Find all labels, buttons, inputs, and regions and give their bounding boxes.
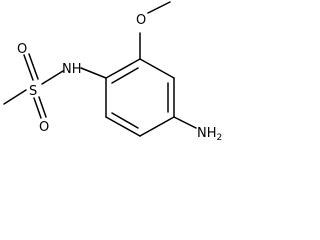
atom-label-o-top: O (17, 42, 27, 57)
ring-double-1 (111, 67, 139, 84)
atom-label-o-methoxy: O (136, 13, 146, 28)
bond-s-o-top-b (28, 53, 39, 80)
ring-bond-4 (139, 116, 175, 137)
atom-label-nh2-main: NH (197, 126, 217, 141)
atom-label-o-bottom: O (39, 120, 49, 135)
ring-bond-1 (105, 58, 141, 79)
bond-o-methyl (147, 1, 171, 14)
ring-bond-2 (139, 58, 175, 79)
ring-double-3 (111, 112, 139, 129)
atom-label-nh: NH (62, 62, 82, 77)
bond-methyl-s (3, 89, 27, 105)
atom-label-s: S (29, 84, 37, 99)
bond-nh-ring (80, 67, 107, 79)
structure-diagram: NH S O O O NH2 (0, 0, 235, 155)
bond-s-nh (41, 70, 64, 85)
bond-s-o-bottom-b (38, 96, 47, 118)
bond-ring-nh2 (173, 116, 197, 129)
bond-s-o-bottom-a (33, 97, 42, 119)
ring-bond-5 (105, 116, 141, 137)
atom-label-nh2-subscript: 2 (217, 133, 223, 143)
bond-s-o-top-a (23, 54, 34, 81)
atom-label-nh2: NH2 (197, 126, 222, 143)
molecule-drawing: NH S O O O NH2 (3, 1, 222, 143)
